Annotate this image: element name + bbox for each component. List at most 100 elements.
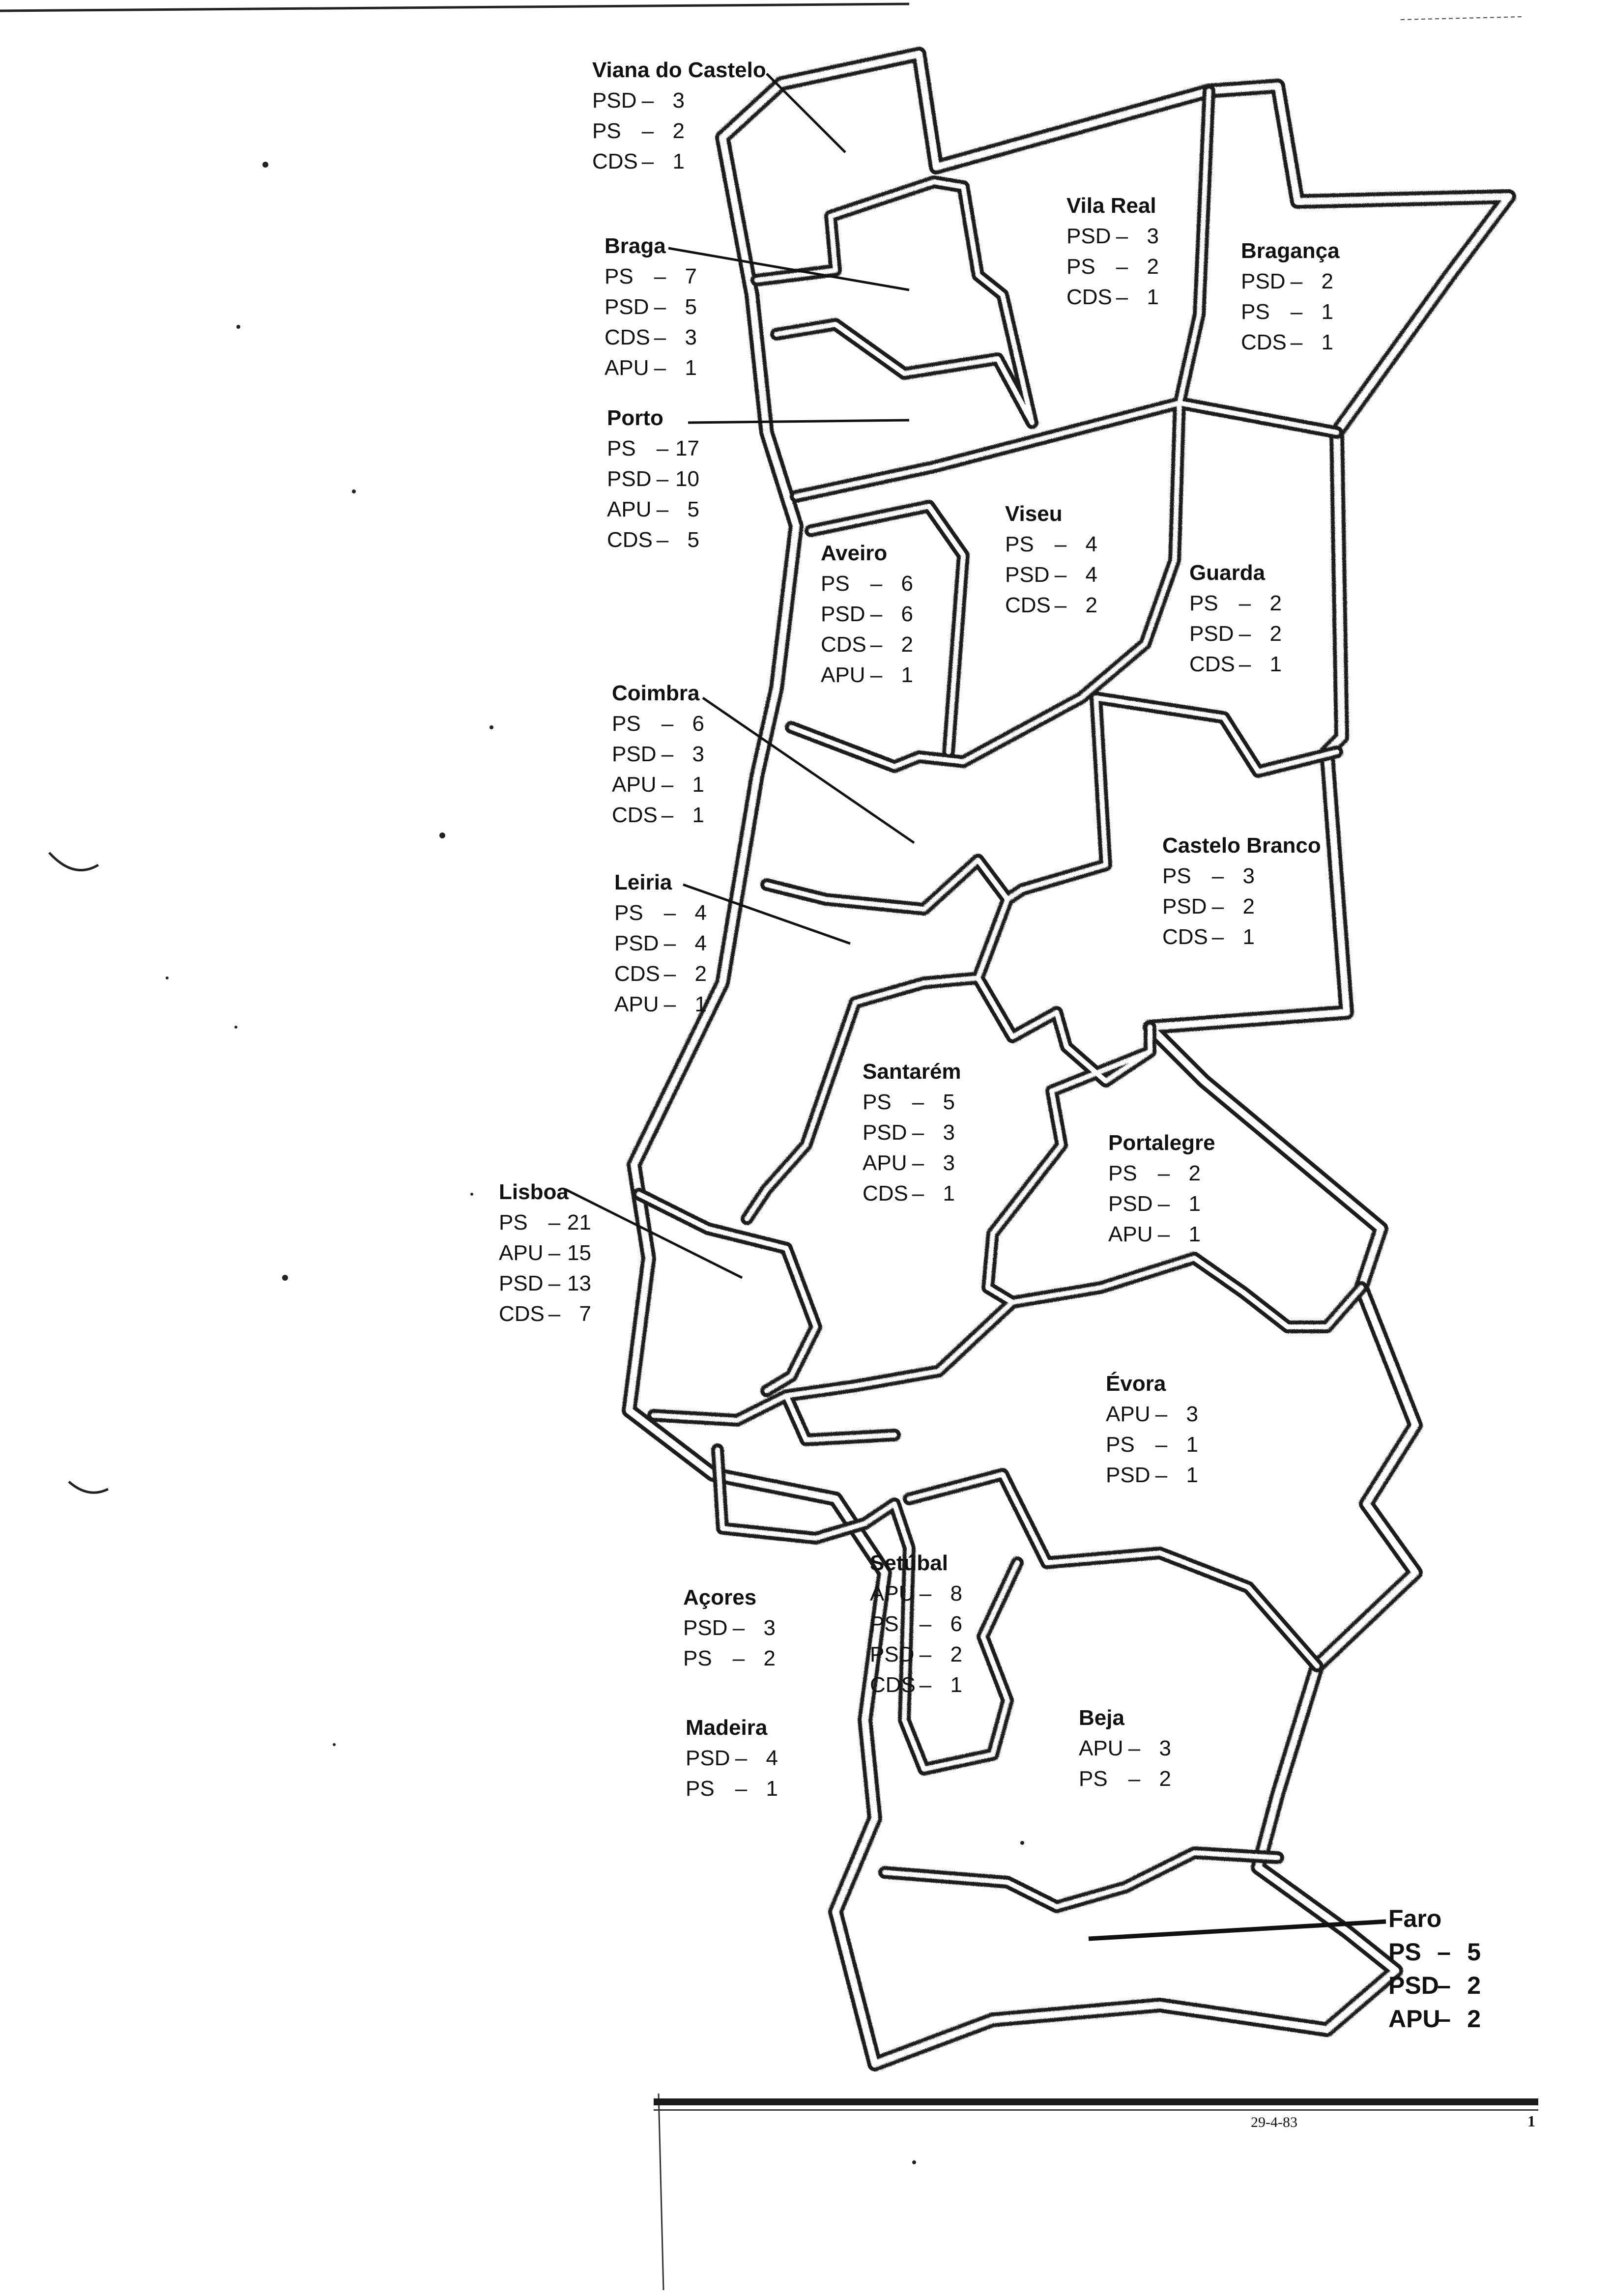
region-name: Guarda [1189, 561, 1266, 585]
region-name: Lisboa [499, 1180, 569, 1204]
result-row: PSD–3 [1066, 224, 1159, 248]
leader-lisboa [564, 1188, 743, 1279]
scan-speckles [166, 162, 1024, 2164]
result-row: CDS–2 [614, 962, 707, 986]
label-madeira: Madeira PSD–4 PS–1 [686, 1713, 778, 1804]
region-name: Bragança [1241, 239, 1340, 263]
label-coimbra: Coimbra PS–6 PSD–3 APU–1 CDS–1 [612, 678, 704, 831]
region-name: Aveiro [821, 541, 888, 565]
result-row: PSD–4 [686, 1746, 778, 1770]
top-rule [0, 2, 910, 12]
leader-lines [564, 73, 1386, 1941]
region-name: Setúbal [870, 1551, 948, 1575]
leader-faro [1088, 1919, 1386, 1941]
leader-braga [668, 247, 910, 291]
result-row: PSD–2 [1388, 1972, 1481, 1999]
label-aveiro: Aveiro PS–6 PSD–6 CDS–2 APU–1 [821, 538, 913, 690]
leader-porto [688, 419, 910, 424]
result-row: CDS–5 [607, 528, 699, 552]
result-row: CDS–1 [1241, 330, 1333, 354]
result-row: APU–8 [870, 1581, 962, 1606]
label-evora: Évora APU–3 PS–1 PSD–1 [1106, 1369, 1198, 1491]
border-santarem-evora [780, 1296, 1019, 1402]
result-row: PS–3 [1162, 864, 1255, 888]
result-row: PSD–4 [1005, 563, 1097, 587]
footer-rule [654, 2098, 1538, 2105]
region-name: Madeira [686, 1716, 768, 1740]
result-row: PSD–3 [683, 1616, 776, 1640]
result-row: PS–2 [1189, 591, 1282, 615]
result-row: PS–5 [863, 1090, 955, 1114]
result-row: PS–1 [686, 1777, 778, 1801]
result-row: PS–6 [612, 712, 704, 736]
region-name: Castelo Branco [1162, 833, 1321, 858]
result-row: PSD–2 [1189, 622, 1282, 646]
result-row: PS–2 [1108, 1161, 1201, 1185]
result-row: PSD–1 [1106, 1463, 1198, 1487]
result-row: PSD–13 [499, 1271, 591, 1295]
result-row: PS–2 [683, 1646, 776, 1670]
result-row: APU–5 [607, 497, 699, 521]
result-row: PS–17 [607, 436, 699, 460]
result-row: PS–1 [1241, 300, 1333, 324]
region-name: Viseu [1005, 502, 1063, 526]
scan-margin-mark [48, 852, 99, 872]
result-row: CDS–2 [821, 632, 913, 657]
label-faro: Faro PS–5 PSD–2 APU–2 [1388, 1902, 1481, 2036]
result-row: PS–6 [870, 1612, 962, 1636]
region-name: Beja [1079, 1706, 1124, 1730]
leader-coimbra [702, 696, 915, 844]
region-name: Santarém [863, 1060, 961, 1084]
result-row: PSD–3 [592, 88, 685, 113]
label-viana-do-castelo: Viana do Castelo PSD–3 PS–2 CDS–1 [592, 55, 766, 177]
result-row: PS–4 [1005, 532, 1097, 556]
label-guarda: Guarda PS–2 PSD–2 CDS–1 [1189, 558, 1282, 680]
result-row: PSD–2 [1162, 894, 1255, 918]
result-row: APU–1 [612, 773, 704, 797]
region-name: Portalegre [1108, 1131, 1215, 1155]
result-row: APU–3 [863, 1151, 955, 1175]
label-leiria: Leiria PS–4 PSD–4 CDS–2 APU–1 [614, 867, 707, 1020]
result-row: PS–1 [1106, 1433, 1198, 1457]
region-name: Porto [607, 406, 663, 430]
footer-rule-thin [654, 2109, 1538, 2111]
result-row: CDS–1 [870, 1673, 962, 1697]
region-name: Viana do Castelo [592, 58, 766, 82]
result-row: CDS–1 [1066, 285, 1159, 309]
result-row: PSD–5 [604, 295, 697, 319]
result-row: CDS–1 [1189, 652, 1282, 676]
region-name: Açores [683, 1585, 757, 1609]
border-lisboa-santarem [633, 1188, 822, 1397]
label-braganca: Bragança PSD–2 PS–1 CDS–1 [1241, 236, 1340, 358]
result-row: PSD–2 [870, 1642, 962, 1666]
result-row: CDS–2 [1005, 593, 1097, 617]
label-setubal: Setúbal APU–8 PS–6 PSD–2 CDS–1 [870, 1548, 962, 1700]
district-borders [622, 47, 1516, 2071]
result-row: PSD–10 [607, 467, 699, 491]
result-row: PS–4 [614, 901, 707, 925]
result-row: PSD–4 [614, 931, 707, 955]
result-row: PS–2 [592, 119, 685, 143]
result-row: APU–1 [821, 663, 913, 687]
result-row: APU–1 [614, 992, 707, 1016]
result-row: PSD–6 [821, 602, 913, 626]
result-row: CDS–3 [604, 325, 697, 349]
result-row: PSD–3 [612, 742, 704, 766]
region-name: Braga [604, 234, 666, 258]
result-row: PS–2 [1079, 1767, 1171, 1791]
result-row: APU–15 [499, 1241, 591, 1265]
result-row: CDS–7 [499, 1302, 591, 1326]
label-castelo-branco: Castelo Branco PS–3 PSD–2 CDS–1 [1162, 831, 1321, 952]
result-row: PS–5 [1388, 1938, 1481, 1966]
result-row: PSD–1 [1108, 1192, 1201, 1216]
region-name: Coimbra [612, 681, 700, 705]
result-row: PS–21 [499, 1210, 591, 1234]
result-row: APU–3 [1079, 1736, 1171, 1760]
scan-left-rule [658, 2093, 664, 2291]
scan-margin-mark2 [68, 1481, 109, 1494]
result-row: PS–6 [821, 572, 913, 596]
footer-date: 29-4-83 [1251, 2114, 1297, 2130]
region-name: Leiria [614, 870, 672, 894]
label-porto: Porto PS–17 PSD–10 APU–5 CDS–5 [607, 403, 699, 555]
